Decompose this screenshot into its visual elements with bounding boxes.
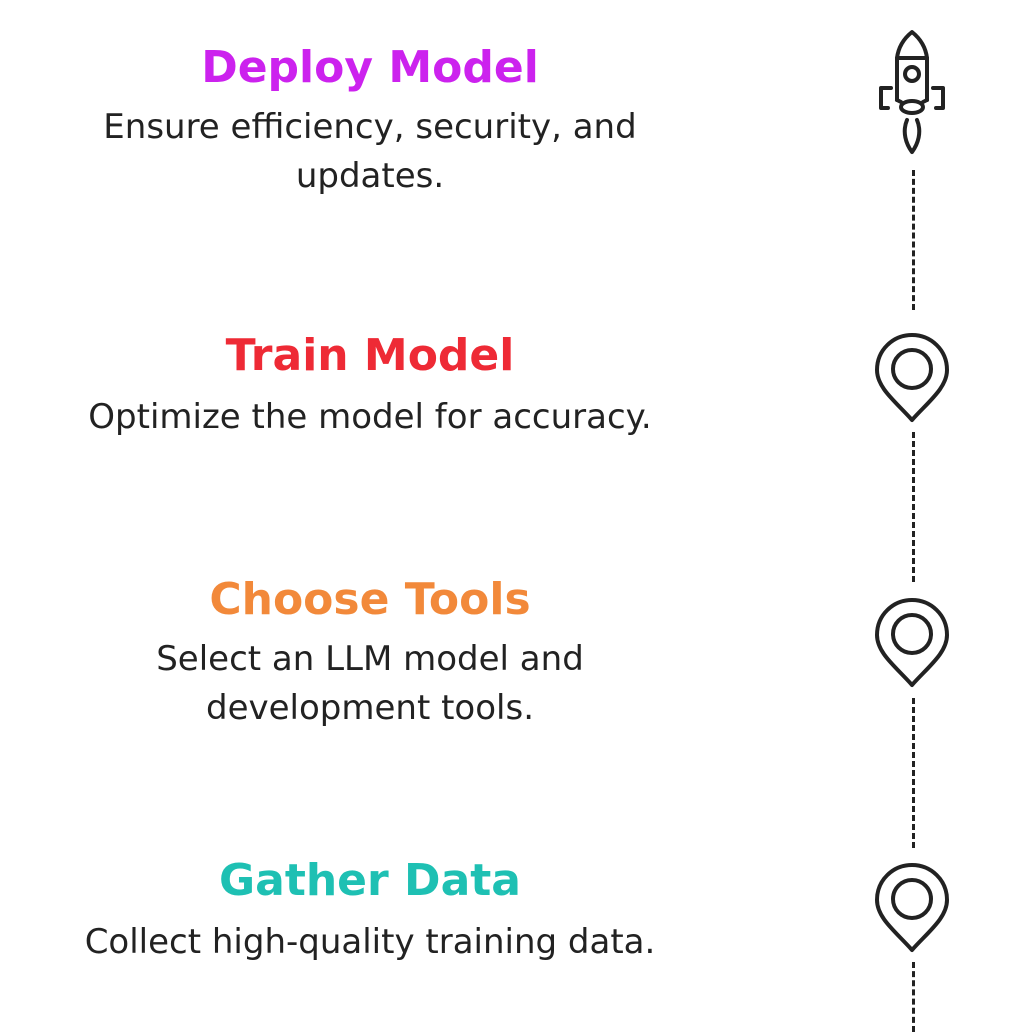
step-title: Deploy Model xyxy=(201,42,539,93)
timeline-connector xyxy=(912,170,915,310)
step-title: Train Model xyxy=(225,330,515,381)
step-train-model: Train Model Optimize the model for accur… xyxy=(40,330,700,442)
timeline-connector xyxy=(912,962,915,1032)
description-line: Select an LLM model and xyxy=(156,638,584,679)
location-pin-icon xyxy=(874,597,950,693)
location-pin-icon xyxy=(874,332,950,428)
description-line: Optimize the model for accuracy. xyxy=(88,396,652,437)
step-description: Optimize the model for accuracy. xyxy=(40,393,700,442)
step-description: Ensure efficiency, security, and updates… xyxy=(40,103,700,202)
step-choose-tools: Choose Tools Select an LLM model and dev… xyxy=(40,574,700,733)
location-pin-icon xyxy=(874,862,950,958)
step-deploy-model: Deploy Model Ensure efficiency, security… xyxy=(40,42,700,201)
timeline-connector xyxy=(912,698,915,848)
rocket-icon xyxy=(874,28,950,162)
description-line: development tools. xyxy=(206,688,534,729)
step-description: Select an LLM model and development tool… xyxy=(40,635,700,734)
step-title: Choose Tools xyxy=(209,574,531,625)
description-line: updates. xyxy=(295,156,445,197)
timeline-connector xyxy=(912,432,915,582)
description-line: Collect high-quality training data. xyxy=(84,921,656,962)
step-description: Collect high-quality training data. xyxy=(40,918,700,967)
step-title: Gather Data xyxy=(219,855,521,906)
step-gather-data: Gather Data Collect high-quality trainin… xyxy=(40,855,700,967)
description-line: Ensure efficiency, security, and xyxy=(103,106,637,147)
